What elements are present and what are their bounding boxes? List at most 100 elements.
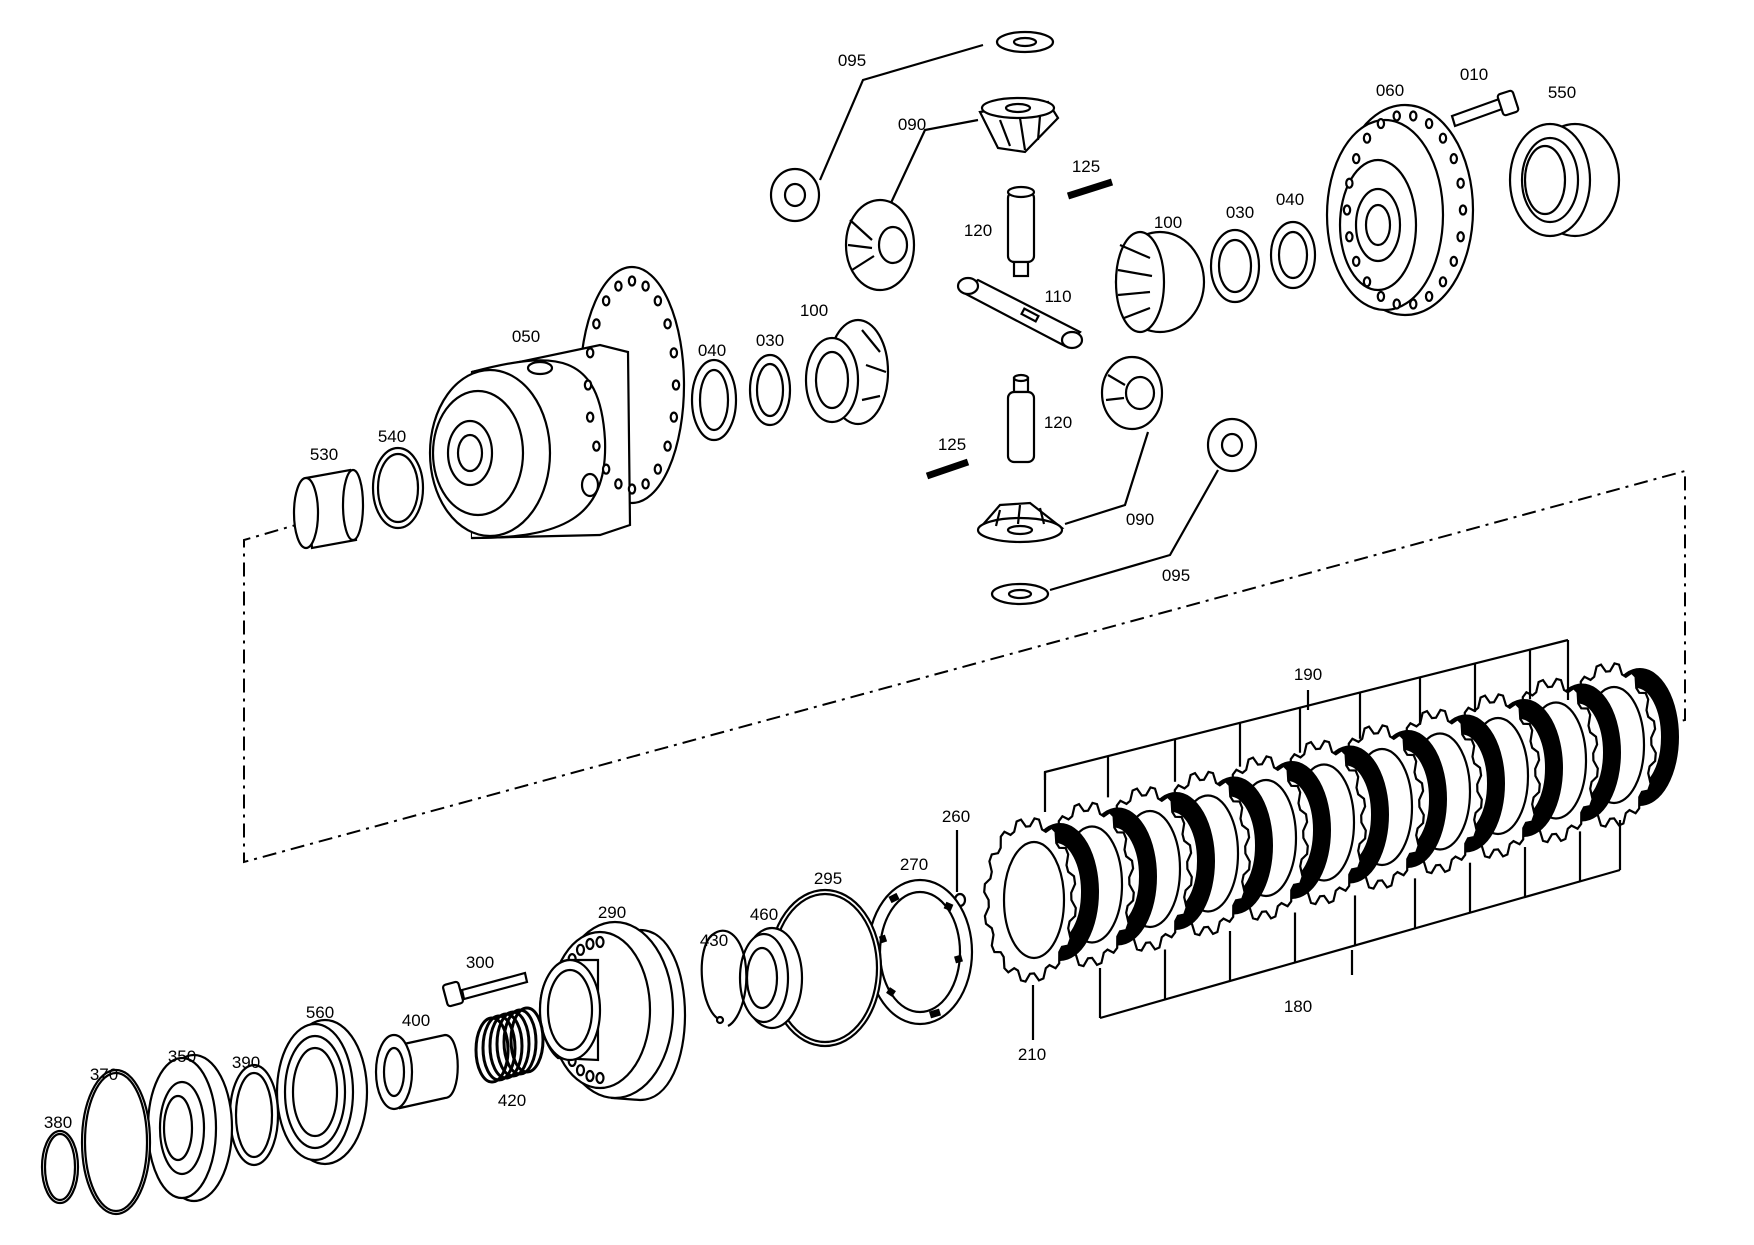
bolt-hole xyxy=(585,1069,595,1083)
bevel-gear-100-left: 100 xyxy=(800,301,890,426)
part-label: 100 xyxy=(1154,213,1182,232)
part-label: 030 xyxy=(1226,203,1254,222)
part-label: 550 xyxy=(1548,83,1576,102)
leader-210: 210 xyxy=(1018,985,1046,1064)
part-label: 300 xyxy=(466,953,494,972)
part-label: 290 xyxy=(598,903,626,922)
bolt-hole xyxy=(669,411,679,423)
bolt-hole xyxy=(1409,298,1418,310)
part-label: 060 xyxy=(1376,81,1404,100)
part-label: 180 xyxy=(1284,997,1312,1016)
part-label: 420 xyxy=(498,1091,526,1110)
shaft-120-lower: 120 xyxy=(1006,373,1072,464)
bolt-hole xyxy=(1392,110,1401,122)
spring-420: 420 xyxy=(474,1006,545,1110)
part-label: 110 xyxy=(1044,287,1071,306)
bolt-hole xyxy=(1376,117,1386,130)
part-label: 430 xyxy=(700,931,728,950)
part-label: 370 xyxy=(90,1065,118,1084)
part-label: 120 xyxy=(1044,413,1072,432)
part-label: 010 xyxy=(1460,65,1488,84)
part-label: 050 xyxy=(512,327,540,346)
bolt-010: 010 xyxy=(1450,65,1520,128)
steel-plate-bore xyxy=(1002,840,1066,960)
snap-ring-540: 540 xyxy=(371,427,425,530)
bolt-hole xyxy=(663,318,672,330)
bolt-hole xyxy=(1362,132,1372,144)
bolt-hole xyxy=(595,935,605,949)
bolt-hole xyxy=(575,1064,586,1077)
part-label: 120 xyxy=(964,221,992,240)
bolt-hole xyxy=(1342,204,1352,216)
thrust-washer-095-lower: 095 xyxy=(990,417,1258,606)
bracket-line xyxy=(1099,868,1621,1020)
part-label: 380 xyxy=(44,1113,72,1132)
part-label: 390 xyxy=(232,1053,260,1072)
bearing-560: 560 xyxy=(275,1003,369,1166)
assembly-frame xyxy=(243,469,1686,864)
part-label: 040 xyxy=(698,341,726,360)
spring-coil xyxy=(509,1006,545,1074)
part-label: 095 xyxy=(1162,566,1190,585)
piston-housing-290: 290 xyxy=(538,903,687,1102)
bolt-hole xyxy=(1456,231,1465,243)
bolt-hole xyxy=(1345,177,1354,189)
bolt-hole xyxy=(1362,276,1372,288)
part-label: 040 xyxy=(1276,190,1304,209)
bolt-hole xyxy=(641,478,650,490)
bolt-hole xyxy=(595,1071,605,1085)
part-label: 460 xyxy=(750,905,778,924)
bolt-hole xyxy=(583,379,593,391)
bevel-gear-090-lower: 090 xyxy=(976,431,1154,544)
bolt-hole xyxy=(1345,231,1354,243)
bolt-hole xyxy=(1409,110,1418,122)
part-label: 270 xyxy=(900,855,928,874)
bolt-hole xyxy=(614,280,623,292)
bolt-hole xyxy=(592,318,601,330)
part-label: 090 xyxy=(898,115,926,134)
spring-cage-270: 270 xyxy=(866,855,974,1026)
bolt-hole xyxy=(663,440,672,452)
part-label: 125 xyxy=(1072,157,1100,176)
part-label: 090 xyxy=(1126,510,1154,529)
hub-350: 350 xyxy=(146,1047,234,1203)
part-label: 095 xyxy=(838,51,866,70)
bevel-gear-090-side xyxy=(844,198,916,292)
bolt-hole xyxy=(1449,255,1459,267)
bolt-hole xyxy=(1392,298,1401,310)
part-label: 560 xyxy=(306,1003,334,1022)
pin-125-lower: 125 xyxy=(925,435,970,480)
sleeve-530: 530 xyxy=(292,445,365,550)
bolt-hole xyxy=(1438,132,1448,144)
part-label: 400 xyxy=(402,1011,430,1030)
bolt-hole xyxy=(669,347,679,359)
bolt-hole xyxy=(1351,255,1361,267)
part-label: 030 xyxy=(756,331,784,350)
bolt-hole xyxy=(592,440,601,452)
sleeve-400: 400 xyxy=(374,1011,459,1111)
bolt-hole xyxy=(585,411,595,423)
part-label: 210 xyxy=(1018,1045,1046,1064)
thrust-washer-030-left: 030 xyxy=(748,331,792,427)
bolt-hole xyxy=(601,463,611,475)
bevel-gear-090-top: 090 xyxy=(889,96,1060,206)
bolt-hole xyxy=(1351,153,1361,165)
leader-bracket-180: 180 xyxy=(1098,820,1622,1020)
bevel-gear-100-right: 100 xyxy=(1114,213,1206,334)
part-label: 260 xyxy=(942,807,970,826)
housing-050: 050 xyxy=(428,265,686,540)
snap-ring-430: 430 xyxy=(700,929,748,1027)
bolt-hole xyxy=(627,275,637,287)
part-label: 530 xyxy=(310,445,338,464)
o-ring-370: 370 xyxy=(80,1065,152,1216)
ring-380: 380 xyxy=(40,1113,80,1205)
housing-half-060: 060 xyxy=(1325,81,1475,317)
thrust-washer-040-right: 040 xyxy=(1269,190,1317,290)
bearing-550: 550 xyxy=(1508,83,1621,238)
seal-ring-390: 390 xyxy=(228,1053,280,1167)
thrust-washer-095-top: 095 xyxy=(769,30,1055,223)
seal-460: 460 xyxy=(738,905,804,1030)
bolt-hole xyxy=(601,295,611,307)
thrust-washer-030-right: 030 xyxy=(1209,203,1261,304)
part-label: 295 xyxy=(814,869,842,888)
